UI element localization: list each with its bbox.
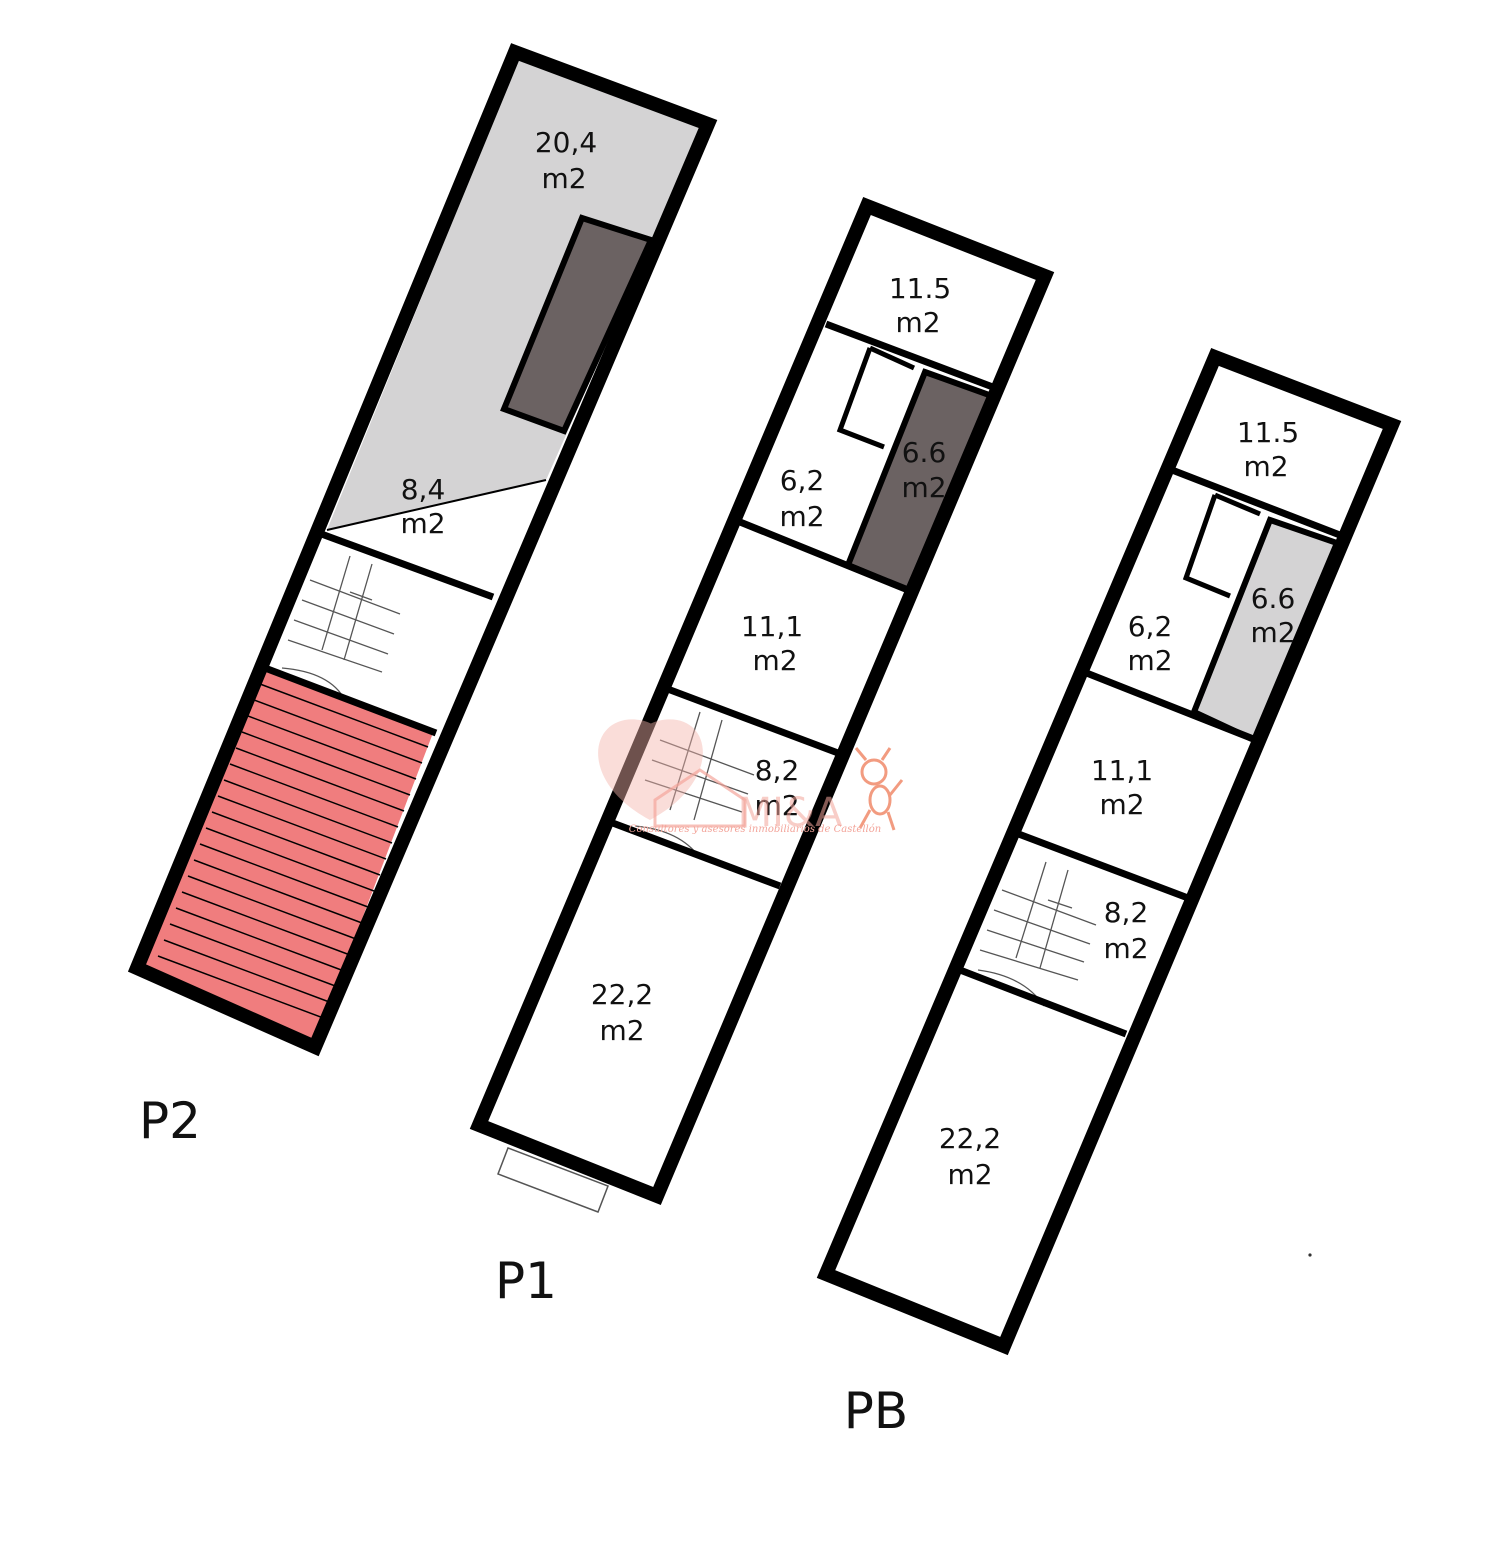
pb-room-6-6-unit: m2	[1250, 616, 1295, 649]
ant-mascot-icon	[854, 747, 904, 831]
pb-room-8-2-unit: m2	[1103, 932, 1148, 965]
p1-room-11-5-area: 11.5	[889, 272, 951, 305]
pb-outer-wall	[816, 348, 1402, 1356]
floor-p2: 20,4 m2 8,4 m2 P2	[127, 43, 718, 1150]
pb-room-8-2-area: 8,2	[1104, 896, 1149, 929]
p2-outer-wall	[127, 43, 718, 1057]
p2-room-8-4-area: 8,4	[401, 473, 446, 506]
floor-p1: 11.5 m2 6,2 m2 6.6 m2 11,1 m2 8,2 m2 22,…	[469, 196, 1055, 1310]
p2-red-stair-lines	[157, 683, 429, 1020]
p2-wall-divider-3	[263, 664, 438, 737]
watermark-logo: MI&A Consultores y asesores inmobiliario…	[598, 719, 904, 836]
pb-stair-sketch	[977, 861, 1097, 1007]
p1-room-6-6-unit: m2	[901, 471, 946, 504]
p2-room-20-4-area: 20,4	[535, 126, 597, 159]
pb-room-6-2-unit: m2	[1127, 644, 1172, 677]
p1-wall-divider-4	[608, 818, 782, 890]
p1-stair-sketch	[634, 711, 755, 859]
pb-room-11-1-area: 11,1	[1091, 754, 1153, 787]
p1-closet-outline	[836, 345, 916, 450]
pb-room-6-6-area: 6.6	[1251, 582, 1296, 615]
floor-pb: 11.5 m2 6,2 m2 6.6 m2 11,1 m2 8,2 m2 22,…	[816, 348, 1402, 1440]
p2-wall-divider-2	[314, 528, 495, 601]
p1-wall-divider-3	[663, 684, 840, 757]
pb-closet-outline	[1182, 492, 1261, 599]
pb-room-22-2-area: 22,2	[939, 1122, 1001, 1155]
p1-room-22-2-unit: m2	[599, 1014, 644, 1047]
p1-room-6-2-area: 6,2	[780, 464, 825, 497]
p1-room-6-6-area: 6.6	[902, 436, 947, 469]
pb-room-11-5-unit: m2	[1243, 450, 1288, 483]
pb-wall-divider-4	[958, 966, 1128, 1038]
pb-wall-divider-2	[1082, 668, 1258, 744]
pb-room-6-2-area: 6,2	[1128, 610, 1173, 643]
p1-wall-divider-2	[738, 518, 910, 594]
pb-room-22-2-unit: m2	[947, 1158, 992, 1191]
p1-room-22-2-area: 22,2	[591, 978, 653, 1011]
pb-room-11-5-area: 11.5	[1237, 416, 1299, 449]
p1-entrance-step	[497, 1147, 609, 1213]
pb-floor-label: PB	[844, 1382, 908, 1440]
p2-red-staircase	[141, 670, 433, 1042]
pb-wall-divider-1	[1170, 466, 1347, 541]
p1-room-6-2-unit: m2	[779, 500, 824, 533]
p1-room-11-5-unit: m2	[895, 306, 940, 339]
p1-floor-label: P1	[495, 1252, 557, 1310]
p2-chimney-block	[500, 214, 656, 435]
p2-wall-divider-1	[326, 479, 547, 531]
heart-icon	[598, 719, 703, 820]
p2-attic-gray-area	[327, 58, 703, 530]
p1-room-11-1-unit: m2	[752, 644, 797, 677]
p2-floor-label: P2	[139, 1092, 201, 1150]
house-icon	[653, 768, 747, 828]
p1-room-8-2-unit: m2	[754, 789, 799, 822]
pb-room-11-1-unit: m2	[1099, 788, 1144, 821]
p1-room-11-1-area: 11,1	[741, 610, 803, 643]
p1-outer-wall	[469, 196, 1055, 1206]
p1-wall-divider-1	[824, 320, 1000, 393]
watermark-tagline: Consultores y asesores inmobiliarios de …	[629, 824, 881, 835]
p2-room-20-4-unit: m2	[541, 162, 586, 195]
pb-wall-divider-3	[1014, 829, 1190, 902]
p1-room-8-2-area: 8,2	[755, 754, 800, 787]
p2-room-8-4-unit: m2	[400, 507, 445, 540]
watermark-logo-text: MI&A	[738, 790, 844, 836]
stray-dot	[1308, 1253, 1312, 1257]
